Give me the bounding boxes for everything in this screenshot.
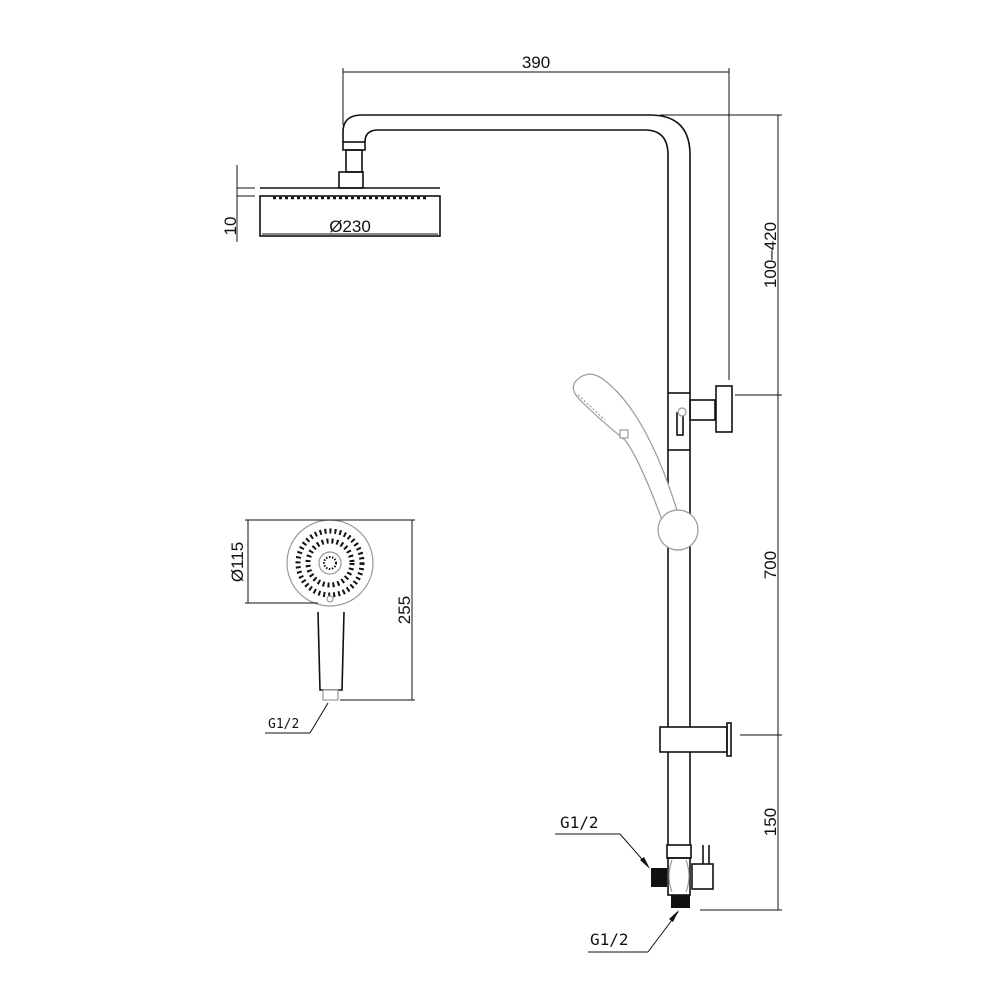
arm-nut: [342, 141, 366, 151]
outlet-thread: [671, 895, 690, 908]
inlet-thread: [651, 868, 667, 887]
svg-text:G1/2: G1/2: [590, 930, 629, 949]
dim-100-420-label: 100–420: [761, 222, 780, 288]
dimension-head-thickness: 10: [221, 165, 255, 242]
svg-text:G1/2: G1/2: [268, 717, 299, 732]
dimension-arm-reach: 390: [342, 53, 730, 380]
label-hand-thread: G1/2: [265, 702, 329, 734]
dim-390-label: 390: [522, 53, 550, 72]
dim-255-label: 255: [395, 596, 414, 624]
adjustable-bracket: [667, 385, 733, 451]
shower-arm: [338, 114, 691, 393]
dimension-chain-right: 100–420 700 150: [660, 114, 782, 911]
label-diverter-outlet: G1/2: [588, 910, 679, 953]
diverter-valve: [651, 844, 714, 908]
dimension-hand-diameter: Ø115: [228, 519, 330, 604]
dim-hand-diameter-label: Ø115: [228, 542, 247, 582]
svg-text:G1/2: G1/2: [560, 813, 599, 832]
overhead-shower-head: Ø230: [259, 187, 441, 237]
dim-700-label: 700: [761, 551, 780, 579]
dim-10-label: 10: [221, 217, 240, 236]
label-diverter-inlet: G1/2: [555, 813, 650, 869]
dimension-hand-length: 255: [330, 519, 415, 701]
dim-150-label: 150: [761, 808, 780, 836]
hand-shower-hanging: [572, 373, 699, 551]
hand-shower-detail: [286, 519, 374, 701]
bottom-holder: [659, 722, 732, 757]
diverter-lever: [691, 863, 714, 890]
dim-head-diameter-label: Ø230: [329, 217, 371, 236]
